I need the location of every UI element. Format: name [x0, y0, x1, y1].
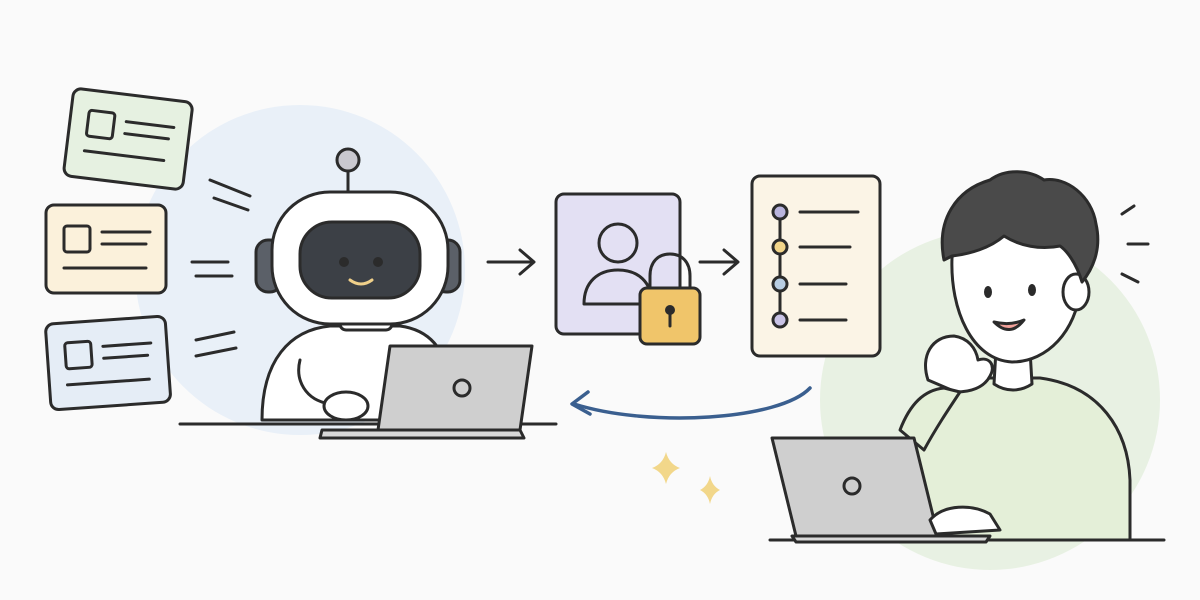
motion-lines — [190, 178, 252, 358]
sparkle-icon — [700, 476, 720, 504]
arrow-right-icon — [486, 248, 536, 276]
arrow-right-icon — [698, 248, 740, 276]
laptop-icon — [318, 344, 534, 440]
timeline-document-icon — [750, 174, 882, 358]
person-icon — [768, 170, 1166, 542]
sparkle-icon — [652, 452, 680, 484]
emphasis-marks — [1120, 204, 1150, 284]
data-card-icon — [44, 203, 168, 295]
curved-return-arrow-icon — [570, 386, 812, 420]
data-card-icon — [62, 87, 194, 191]
padlock-icon — [638, 252, 702, 346]
data-card-icon — [44, 314, 172, 412]
laptop-icon — [770, 436, 1002, 544]
